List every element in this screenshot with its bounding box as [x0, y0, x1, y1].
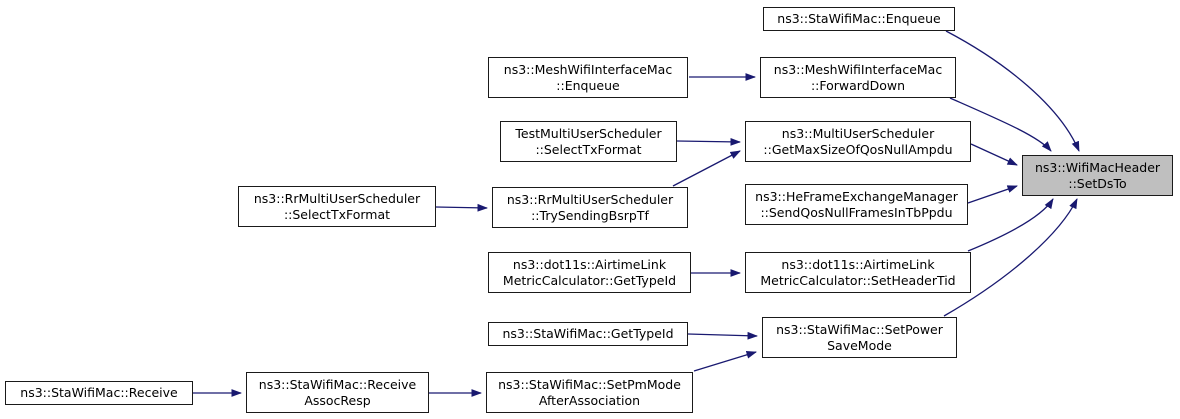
edge-sta-get-type-id-to-power-save: [687, 331, 758, 340]
edge-get-max-size-to-set-ds-to: [970, 143, 1018, 166]
edge-test-select-to-get-max-size: [676, 137, 741, 146]
node-he-frame-exchange-manager-send-qos-null-frames-in-tb-ppdu[interactable]: ns3::HeFrameExchangeManager ::SendQosNul…: [745, 184, 968, 225]
node-multi-user-scheduler-get-max-size-of-qos-null-ampdu[interactable]: ns3::MultiUserScheduler ::GetMaxSizeOfQo…: [745, 121, 971, 162]
node-airtime-link-metric-calculator-set-header-tid[interactable]: ns3::dot11s::AirtimeLink MetricCalculato…: [745, 252, 971, 293]
node-sta-wifi-mac-receive-assoc-resp[interactable]: ns3::StaWifiMac::Receive AssocResp: [246, 372, 429, 413]
node-wifi-mac-header-set-ds-to: ns3::WifiMacHeader ::SetDsTo: [1022, 155, 1173, 196]
node-sta-wifi-mac-enqueue[interactable]: ns3::StaWifiMac::Enqueue: [763, 7, 955, 31]
node-mesh-wifi-interface-mac-enqueue[interactable]: ns3::MeshWifiInterfaceMac ::Enqueue: [488, 57, 688, 98]
edge-set-pm-mode-to-power-save: [693, 351, 757, 372]
node-sta-wifi-mac-set-power-save-mode[interactable]: ns3::StaWifiMac::SetPower SaveMode: [762, 317, 957, 358]
edge-power-save-to-set-ds-to: [943, 198, 1078, 317]
node-airtime-link-metric-calculator-get-type-id[interactable]: ns3::dot11s::AirtimeLink MetricCalculato…: [488, 252, 691, 293]
edge-try-sending-to-get-max-size: [672, 150, 741, 187]
node-rr-multi-user-scheduler-try-sending-bsrp-tf[interactable]: ns3::RrMultiUserScheduler ::TrySendingBs…: [492, 187, 688, 228]
node-test-multi-user-scheduler-select-tx-format[interactable]: TestMultiUserScheduler ::SelectTxFormat: [500, 121, 677, 162]
edge-set-header-tid-to-set-ds-to: [967, 198, 1054, 252]
node-sta-wifi-mac-set-pm-mode-after-association[interactable]: ns3::StaWifiMac::SetPmMode AfterAssociat…: [486, 372, 693, 413]
node-sta-wifi-mac-receive[interactable]: ns3::StaWifiMac::Receive: [5, 381, 193, 405]
node-sta-wifi-mac-get-type-id[interactable]: ns3::StaWifiMac::GetTypeId: [488, 322, 688, 346]
edge-forward-down-to-set-ds-to: [949, 97, 1052, 152]
node-rr-multi-user-scheduler-select-tx-format[interactable]: ns3::RrMultiUserScheduler ::SelectTxForm…: [238, 186, 436, 227]
edge-sta-enqueue-to-set-ds-to: [945, 30, 1080, 152]
edge-send-qos-null-to-set-ds-to: [967, 185, 1018, 204]
edge-rr-select-to-try-sending: [435, 203, 488, 212]
node-mesh-wifi-interface-mac-forward-down[interactable]: ns3::MeshWifiInterfaceMac ::ForwardDown: [760, 57, 956, 98]
